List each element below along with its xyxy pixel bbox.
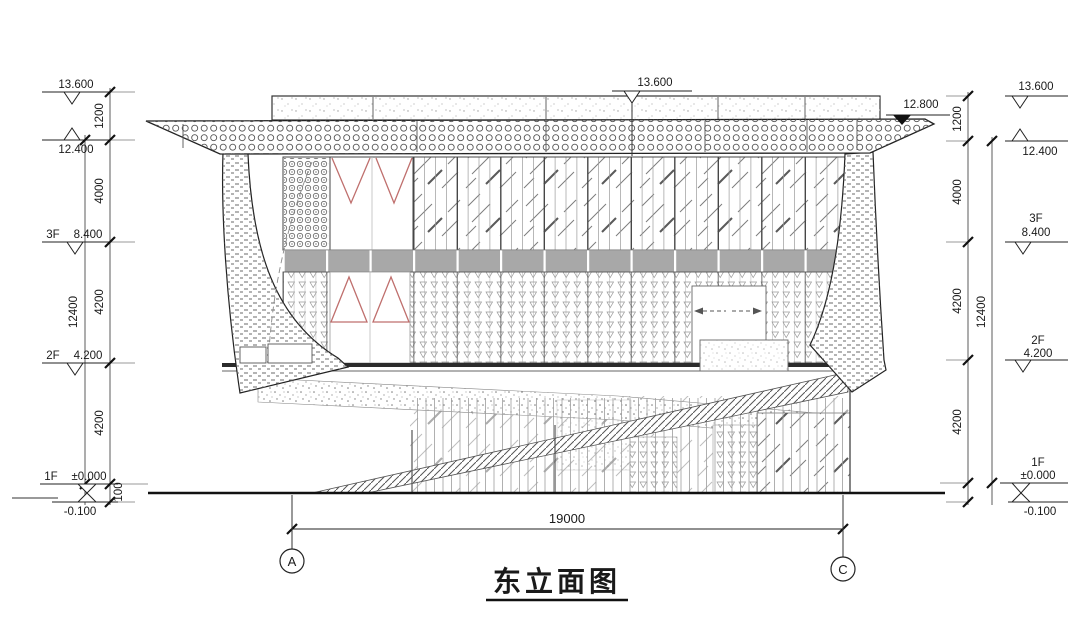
red-zigzag-panel-upper — [329, 156, 414, 251]
dim-segment: 4200 — [94, 410, 106, 436]
elevation-value: -0.100 — [1024, 506, 1057, 518]
door-direction-arrows-icon — [694, 307, 762, 315]
hidden-edge-dashed — [268, 161, 313, 351]
elevation-mark-icon — [623, 90, 641, 104]
left-pier — [221, 151, 350, 394]
entry-vestibule — [699, 339, 789, 372]
elevation-value: 8.400 — [74, 229, 103, 241]
dim-span: 19000 — [549, 511, 585, 526]
building-elevation — [12, 95, 945, 499]
elevation-value: 4.200 — [74, 350, 103, 362]
left-dimension-column — [40, 86, 148, 508]
equipment-boxes — [239, 343, 313, 364]
elevation-value: 13.600 — [637, 77, 672, 89]
elevation-value: 12.800 — [903, 99, 938, 111]
dim-segment: 1200 — [952, 106, 964, 132]
elevation-value: -0.100 — [64, 506, 97, 518]
elevation-value: 8.400 — [1022, 227, 1051, 239]
axis-bubble — [279, 548, 305, 574]
dim-overall: 12400 — [68, 296, 80, 328]
roof-top-band — [271, 95, 881, 121]
left-dimension-texts: 13.600 12.400 3F 8.400 2F 4.200 1F ±0.00… — [44, 79, 125, 518]
elevation-value: ±0.000 — [71, 471, 106, 483]
floor-label: 1F — [44, 471, 57, 483]
dim-segment: 4200 — [952, 409, 964, 435]
floor-label: 1F — [1031, 457, 1044, 469]
honeycomb-panel — [282, 156, 331, 251]
red-triangle-lines — [330, 275, 410, 323]
dim-segment: 4200 — [952, 288, 964, 314]
ground-floor-zone — [250, 339, 852, 494]
elevation-value: 12.400 — [58, 144, 93, 156]
dim-segment: 1200 — [94, 103, 106, 129]
floor-label: 2F — [46, 350, 59, 362]
railing-balusters — [412, 398, 850, 493]
axis-bubble — [830, 556, 856, 582]
elevation-mark-icons — [63, 91, 98, 503]
ground-floor-posts — [411, 425, 556, 493]
drawing-title: 东立面图 — [493, 565, 621, 597]
elevation-mark-icons — [1010, 95, 1032, 503]
spandrel-gray-band — [283, 249, 845, 273]
elevation-value: 13.600 — [58, 79, 93, 91]
floor-label: 2F — [1031, 335, 1044, 347]
dim-segment: 4200 — [94, 289, 106, 315]
elevation-value: 4.200 — [1024, 348, 1053, 360]
floor-label: 3F — [46, 229, 59, 241]
canopy-level-mark: 12.800 — [886, 99, 950, 125]
red-zigzag-lines — [331, 157, 413, 205]
roof-eave-band — [145, 118, 936, 155]
dim-overall: 12400 — [976, 296, 988, 328]
roof-level-mark: 13.600 — [612, 77, 692, 156]
elevation-value: 13.600 — [1018, 81, 1053, 93]
dim-segment: 4000 — [952, 179, 964, 205]
grid-axis-a: A — [279, 495, 305, 574]
bottom-dimension: 19000 — [286, 511, 849, 535]
red-triangle-panel — [329, 271, 411, 364]
axis-letter: C — [838, 562, 847, 577]
axis-letter: A — [288, 554, 297, 569]
floor-label: 3F — [1029, 213, 1042, 225]
dim-segment: 4000 — [94, 178, 106, 204]
elevation-value: 12.400 — [1022, 146, 1057, 158]
dim-segment: 100 — [113, 482, 125, 501]
right-pier — [809, 151, 887, 393]
dim-ticks — [962, 90, 998, 508]
curtain-wall-upper — [412, 156, 846, 251]
grid-axis-c: C — [830, 495, 856, 582]
elevation-mark-solid-icon — [893, 115, 911, 125]
elevation-value: ±0.000 — [1020, 470, 1055, 482]
right-dimension-column — [940, 90, 1068, 508]
right-dimension-texts: 13.600 12.400 3F 8.400 2F 4.200 1F ±0.00… — [952, 81, 1058, 518]
drawing-title-block: 东立面图 — [486, 565, 628, 602]
